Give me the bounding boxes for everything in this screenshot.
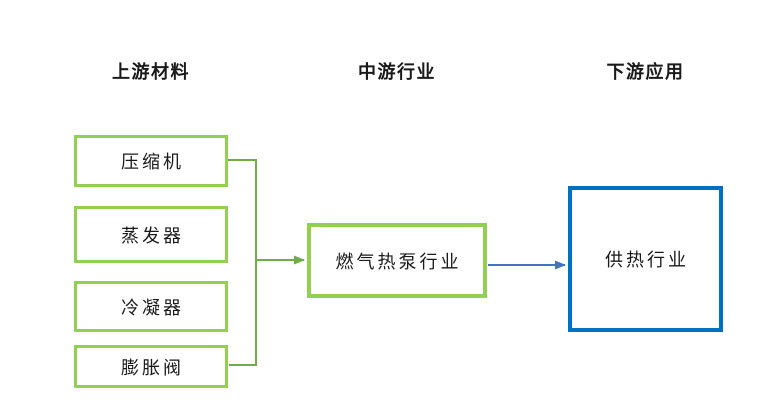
upstream-merge-connector [228,159,257,366]
header-upstream: 上游材料 [112,62,190,82]
midstream-box-label: 燃气热泵行业 [335,251,462,272]
upstream-box-evaporator: 蒸发器 [74,206,228,263]
upstream-box-compressor-label: 压缩机 [121,152,184,172]
upstream-box-evaporator-label: 蒸发器 [121,225,184,246]
downstream-box-label: 供热行业 [605,250,689,270]
upstream-box-compressor: 压缩机 [74,135,228,187]
upstream-box-expansion-valve-label: 膨胀阀 [121,357,184,378]
header-midstream: 中游行业 [358,62,436,82]
upstream-box-expansion-valve: 膨胀阀 [74,345,228,388]
header-downstream: 下游应用 [606,62,685,82]
upstream-box-condenser-label: 冷凝器 [121,297,184,318]
upstream-box-condenser: 冷凝器 [74,281,228,332]
midstream-box-gas-heat-pump: 燃气热泵行业 [307,223,487,298]
downstream-box-heating-industry: 供热行业 [568,186,723,332]
